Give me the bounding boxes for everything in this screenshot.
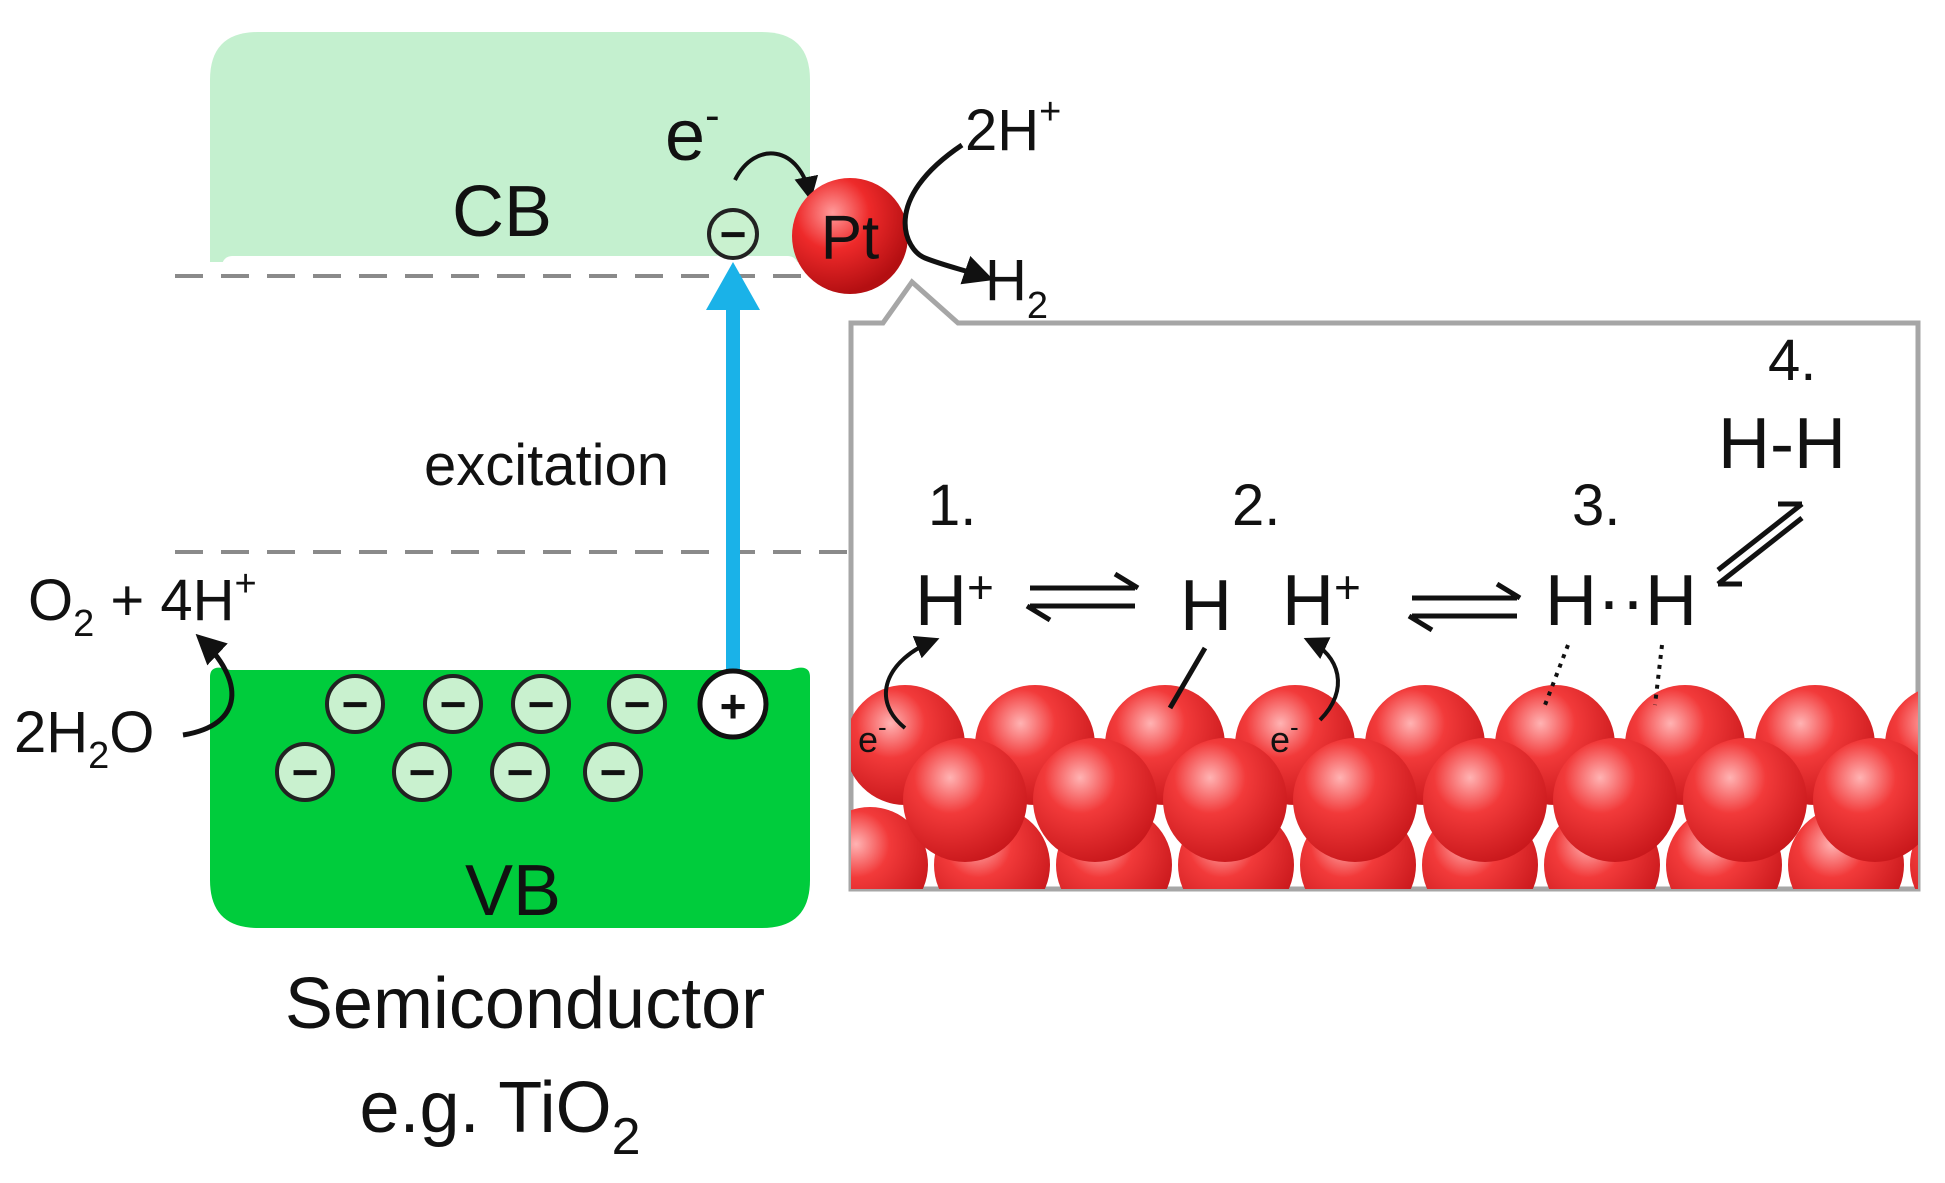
vb-electron-sign: − xyxy=(528,678,555,730)
pt-atom xyxy=(903,738,1027,862)
pt-atom xyxy=(851,807,928,889)
vb-electron xyxy=(607,674,667,734)
step3-number: 3. xyxy=(1572,473,1620,538)
oxygen-product-label: O2 + 4H+ xyxy=(28,563,257,645)
pt-atom xyxy=(1163,738,1287,862)
pt-nanoparticle xyxy=(792,178,908,294)
semiconductor-label: Semiconductor xyxy=(285,964,765,1044)
water-label: 2H2O xyxy=(14,700,154,777)
vb-electron-sign: − xyxy=(292,746,319,798)
vb-electron xyxy=(392,742,452,802)
vb-electron xyxy=(275,742,335,802)
step4-species: H-H xyxy=(1718,404,1846,484)
surface-electron-1: e- xyxy=(858,712,887,760)
excitation-arrowhead xyxy=(706,262,760,310)
cb-bottom-edge xyxy=(222,256,798,276)
two-protons-label: 2H+ xyxy=(965,91,1061,163)
excited-electron xyxy=(707,208,759,260)
hole-sign: + xyxy=(720,680,747,732)
vb-electron-sign: − xyxy=(342,678,369,730)
excitation-label: excitation xyxy=(424,433,669,498)
proton-reduction-arrow xyxy=(902,142,994,285)
vb-electron-sign: − xyxy=(409,746,436,798)
equilibrium-arrow-1 xyxy=(1025,571,1140,623)
water-oxidation-arrow xyxy=(182,633,235,738)
pt-surface xyxy=(851,685,1918,889)
pt-atom xyxy=(1423,738,1547,862)
pt-atom xyxy=(1293,738,1417,862)
step3-bond-left xyxy=(1543,644,1570,706)
electron-transfer-arrow xyxy=(733,151,819,201)
vb-electron-sign: − xyxy=(624,678,651,730)
vb-label: VB xyxy=(465,851,561,931)
pt-atom xyxy=(1910,835,1918,889)
step2-electron-arrow xyxy=(1303,637,1340,722)
vb-electron-sign: − xyxy=(507,746,534,798)
conduction-band xyxy=(210,32,810,262)
pt-atom xyxy=(1553,738,1677,862)
step1-species: H+ xyxy=(915,561,994,641)
equilibrium-arrow-3 xyxy=(1716,501,1804,587)
vb-electron xyxy=(325,674,385,734)
hydrogen-product-label: H2 xyxy=(985,248,1048,327)
vb-electron xyxy=(423,674,483,734)
vb-electron-sign: − xyxy=(600,746,627,798)
step2-bond xyxy=(1167,646,1208,710)
step2-proton: H+ xyxy=(1282,561,1361,641)
step4-number: 4. xyxy=(1768,328,1816,393)
step1-electron-arrow xyxy=(884,636,940,730)
excited-electron-sign: − xyxy=(720,208,747,260)
pt-atom xyxy=(1683,738,1807,862)
pt-atom xyxy=(1813,738,1918,862)
pt-label: Pt xyxy=(821,204,880,273)
semiconductor-example: e.g. TiO2 xyxy=(359,1068,640,1166)
step2-adsorbed-h: H xyxy=(1180,566,1232,646)
hole xyxy=(697,668,769,740)
step3-bond-right xyxy=(1653,644,1664,706)
vb-electrons: −−−−−−−− xyxy=(275,674,667,802)
step1-number: 1. xyxy=(928,473,976,538)
cb-label: CB xyxy=(452,172,552,252)
vb-electron xyxy=(490,742,550,802)
vb-electron xyxy=(583,742,643,802)
vb-electron xyxy=(511,674,571,734)
step3-species: H··H xyxy=(1545,561,1697,641)
surface-electron-2: e- xyxy=(1270,712,1299,760)
vb-electron-sign: − xyxy=(440,678,467,730)
step2-number: 2. xyxy=(1232,473,1280,538)
equilibrium-arrow-2 xyxy=(1407,581,1522,633)
pt-atom xyxy=(1033,738,1157,862)
electron-label: e- xyxy=(665,91,720,176)
